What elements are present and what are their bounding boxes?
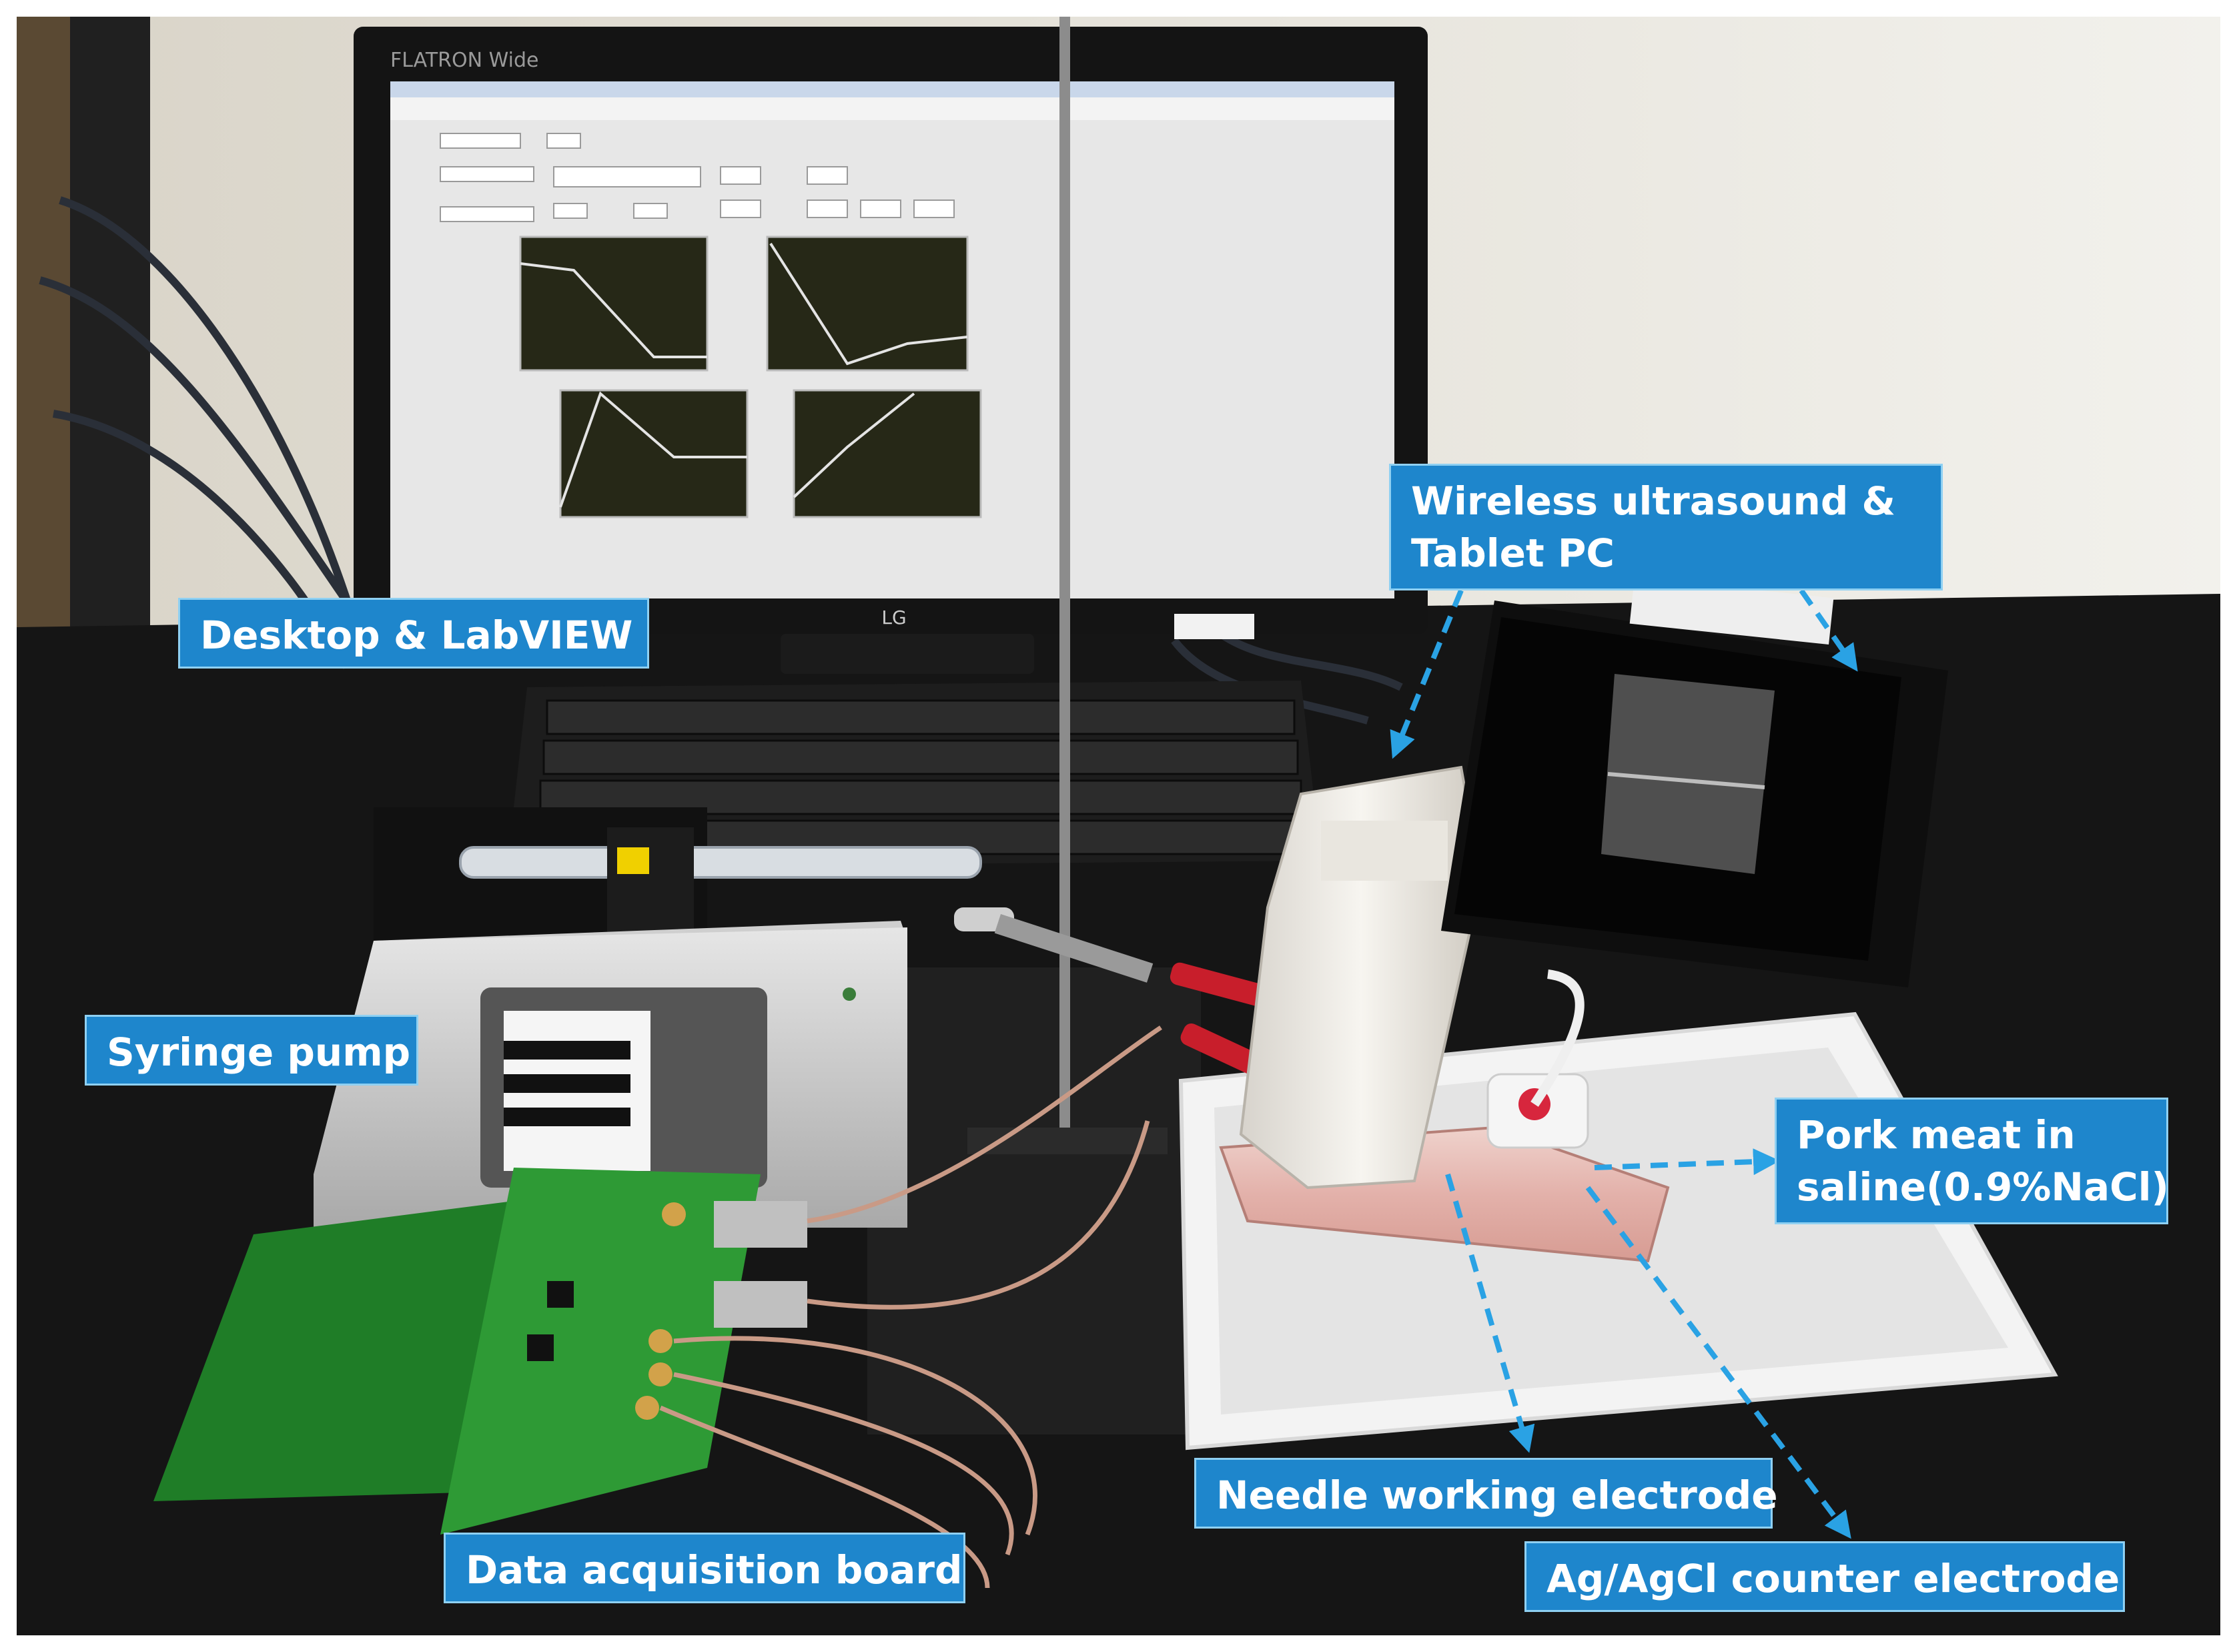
callout-daq-board: Data acquisition board (444, 1533, 965, 1603)
power-strip (1629, 577, 1834, 645)
arrow-to-tablet (1799, 588, 1858, 672)
arrow-to-meat (1594, 1148, 1780, 1176)
callout-wireless-ultrasound: Wireless ultrasound & Tablet PC (1389, 464, 1943, 590)
monitor: FLATRON Wide (354, 27, 1428, 674)
annotation-arrows (1390, 588, 1858, 1539)
desk-reflection (867, 967, 1201, 1434)
keyboard-keys (532, 699, 1309, 855)
monitor-logo: LG (881, 606, 906, 629)
callout-counter-electrode-text: Ag/AgCl counter electrode (1546, 1556, 2120, 1601)
monitor-sticker (1174, 614, 1254, 639)
screen-plot-2 (766, 236, 969, 372)
daq-sma-connector (648, 1329, 673, 1353)
pump-led (843, 987, 856, 1001)
pump-warning-label (617, 847, 649, 874)
daq-sma-connector (635, 1396, 659, 1420)
callout-counter-electrode: Ag/AgCl counter electrode (1524, 1541, 2125, 1612)
coax-cables (659, 1025, 1162, 1589)
screen-plot-4 (793, 389, 982, 518)
callout-needle-electrode: Needle working electrode (1194, 1458, 1778, 1529)
pump-screen-bar (504, 1074, 630, 1093)
arrow-to-needle (1445, 1173, 1535, 1453)
daq-sma-connector (648, 1362, 673, 1386)
daq-connector (714, 1201, 807, 1248)
keyboard (507, 681, 1321, 867)
callout-wireless-line1: Wireless ultrasound & (1411, 478, 1896, 524)
monitor-stand (781, 634, 1034, 674)
callout-pork-meat: Pork meat in saline(0.9%NaCl) (1775, 1098, 2170, 1224)
callout-daq-board-text: Data acquisition board (466, 1547, 963, 1593)
callout-syringe-pump-text: Syringe pump (107, 1029, 411, 1075)
syringe-pump (314, 807, 982, 1228)
tablet-ultrasound-image (1601, 674, 1775, 874)
arrow-to-counter (1585, 1186, 1851, 1539)
arrow-to-probe (1390, 589, 1464, 759)
callout-pork-line1: Pork meat in (1797, 1112, 2076, 1158)
tablet (1441, 600, 1948, 987)
pump-screen-bar (504, 1041, 630, 1060)
screen-plot-3 (559, 389, 749, 518)
callout-wireless-line2: Tablet PC (1411, 530, 1615, 576)
pump-block (607, 827, 694, 934)
lab-stand-rod (1059, 17, 1070, 1144)
electrode-wire (1530, 969, 1585, 1107)
daq-chip (547, 1281, 574, 1308)
callout-desktop-labview: Desktop & LabVIEW (178, 598, 649, 669)
tablet-ultrasound-echo (1607, 772, 1765, 789)
data-acquisition-board (153, 1168, 807, 1535)
electrode-pad (1486, 1073, 1589, 1149)
daq-connector (714, 1281, 807, 1328)
daq-sma-connector (662, 1202, 686, 1226)
screen-titlebar (390, 81, 1394, 97)
screen-menubar (390, 97, 1394, 120)
daq-chip (527, 1334, 554, 1361)
pump-screen-bar (504, 1108, 630, 1126)
pump-syringe-barrel (459, 846, 982, 879)
ultrasound-probe (1239, 765, 1483, 1190)
screen-controls (440, 133, 955, 222)
daq-top-board (440, 1168, 761, 1535)
callout-syringe-pump: Syringe pump (85, 1015, 418, 1086)
callout-desktop-labview-text: Desktop & LabVIEW (200, 612, 633, 658)
monitor-brand: FLATRON Wide (390, 49, 538, 72)
callout-needle-electrode-text: Needle working electrode (1216, 1473, 1778, 1518)
callout-pork-line2: saline(0.9%NaCl) (1797, 1164, 2170, 1210)
screen-plot-1 (519, 236, 709, 372)
